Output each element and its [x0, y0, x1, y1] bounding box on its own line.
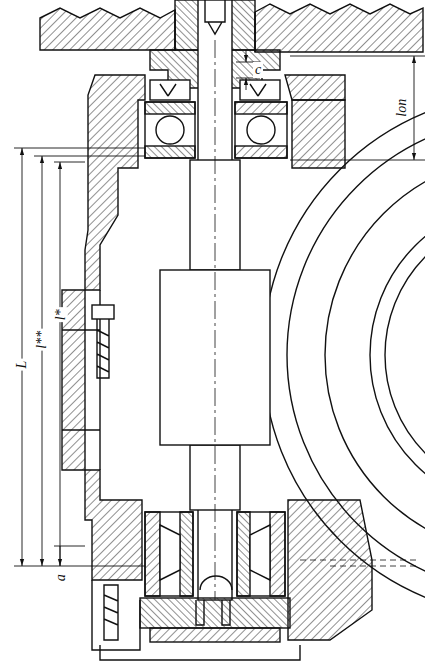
dimension-label: lоп [394, 97, 409, 119]
dimension-label: l** [34, 329, 49, 351]
tapered-roller-bearing [145, 512, 285, 596]
ball-bearing [145, 80, 287, 158]
dimension-label: l* [52, 308, 67, 323]
dimension-label: a [52, 572, 67, 583]
housing [62, 75, 420, 660]
dimension-label: c [253, 62, 263, 77]
dimension-label: L [14, 359, 29, 371]
dimension-lines [14, 50, 425, 566]
